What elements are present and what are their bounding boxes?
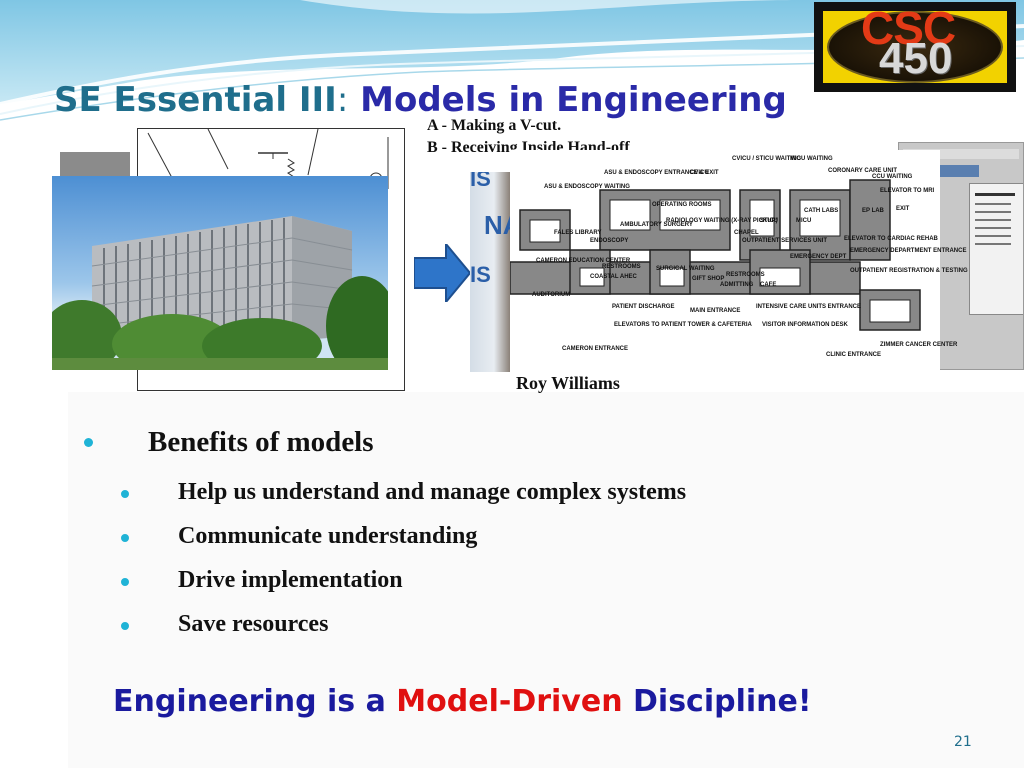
logo-text-top: CSC [861,2,956,54]
content-background [68,392,1024,768]
fp-label: OPERATING ROOMS [652,202,712,208]
fp-label: CVICU / STICU WAITING [732,156,801,162]
bullet-sub-item: Communicate understanding [178,523,478,549]
fp-label: CAMERON ENTRANCE [562,346,628,352]
fp-label: STICU [760,218,778,224]
fp-label: AUDITORIUM [532,292,571,298]
bullet-dot-icon [84,438,93,447]
hospital-building-photo [52,176,388,370]
fp-label: CCU WAITING [872,174,913,180]
right-arrow-icon [414,244,470,302]
tagline-part1: Engineering is a [113,684,397,719]
caption-a: A - Making a V-cut. [427,117,562,134]
bullet-dot-icon [121,622,129,630]
fp-label: EMERGENCY DEPARTMENT ENTRANCE [850,248,967,254]
title-separator: : [336,80,349,120]
bullet-dot-icon [121,534,129,542]
fp-label: ASU & ENDOSCOPY ENTRANCE & EXIT [604,170,719,176]
fp-label: VISITOR INFORMATION DESK [762,322,848,328]
logo-text-bottom: 450 [879,34,953,83]
fp-label: OUTPATIENT SERVICES UNIT [742,238,828,244]
fp-label: AMBULATORY SURGERY [620,222,693,228]
bullet-dot-icon [121,578,129,586]
title-part1: SE Essential III [54,80,337,120]
fp-label: COASTAL AHEC [590,274,637,280]
fp-label: CHAPEL [734,230,759,236]
fp-label: SURGICAL WAITING [656,266,715,272]
fp-label: GIFT SHOP [692,276,725,282]
fp-label: MICU WAITING [790,156,833,162]
fp-label: RESTROOMS [602,264,641,270]
fp-label: OUTPATIENT REGISTRATION & TESTING [850,268,968,274]
wave-header-decoration [0,0,1024,121]
hospital-floorplan-image: ASU & ENDOSCOPY ENTRANCE & EXIT CVICU / … [510,150,968,380]
photo-text-bottom: IS [470,262,491,287]
fp-label: ZIMMER CANCER CENTER [880,342,958,348]
bullet-sub-item: Drive implementation [178,567,403,593]
fp-label: ADMITTING [720,282,754,288]
fp-label: EMERGENCY DEPT [790,254,847,260]
bullet-main: Benefits of models [148,426,374,458]
fp-label: CLINIC ENTRANCE [826,352,881,358]
bullet-sub-item: Help us understand and manage complex sy… [178,479,687,505]
tagline: Engineering is a Model-Driven Discipline… [113,684,812,719]
fp-label: INTENSIVE CARE UNITS ENTRANCE [756,304,862,310]
fp-label: CORONARY CARE UNIT [828,168,898,174]
fp-label: ENDOSCOPY [590,238,629,244]
fp-label: CAFE [760,282,777,288]
fp-label: PATIENT DISCHARGE [612,304,675,310]
fp-label: CAMERON EDUCATION CENTER [536,258,631,264]
fp-label: ELEVATOR TO CARDIAC REHAB [844,236,938,242]
fp-label: ELEVATOR TO MRI [880,188,935,194]
photo-caption: Roy Williams [516,373,620,393]
fp-label: CVICU [690,170,709,176]
fp-label: ASU & ENDOSCOPY WAITING [544,184,630,190]
fp-label: RADIOLOGY WAITING (X-RAY PICKUP) [666,218,778,224]
tagline-highlight: Model-Driven [396,684,623,719]
fp-label: RESTROOMS [726,272,765,278]
bullet-sub-item: Save resources [178,611,329,637]
fp-label: CATH LABS [804,208,839,214]
slide-title: SE Essential III: Models in Engineering [54,80,787,120]
tagline-part3: Discipline! [622,684,812,719]
fp-label: MAIN ENTRANCE [690,308,741,314]
fp-label: ELEVATORS TO PATIENT TOWER & CAFETERIA [614,322,752,328]
page-number: 21 [954,734,972,750]
photo-text-top: IS [470,172,491,191]
bullet-dot-icon [121,490,129,498]
fp-label: EP LAB [862,208,884,214]
course-logo: CSC 450 [814,2,1016,92]
title-part2: Models in Engineering [360,80,787,120]
fp-label: EXIT [896,206,910,212]
fp-label: FALES LIBRARY [554,230,602,236]
fp-label: MICU [796,218,812,224]
